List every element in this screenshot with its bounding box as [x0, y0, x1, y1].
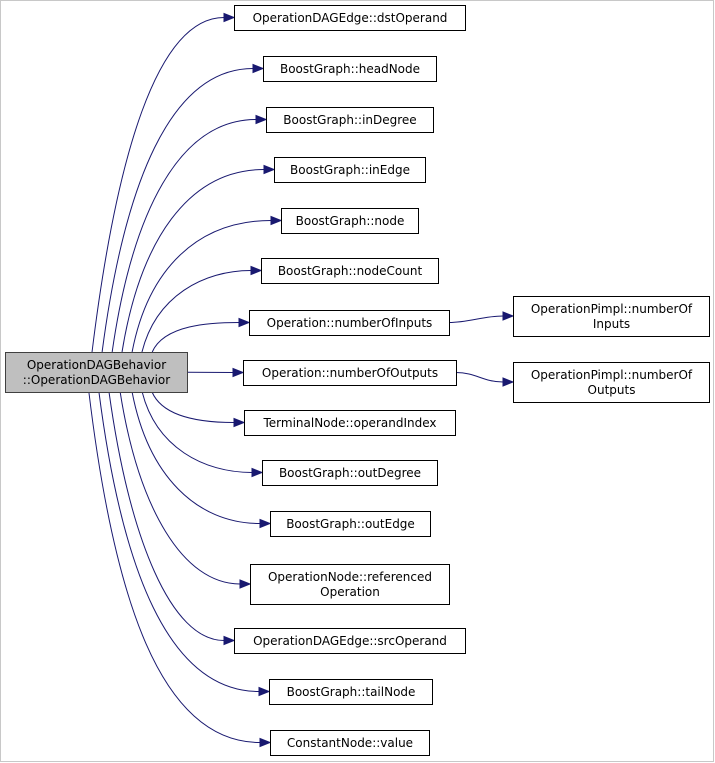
node-box	[262, 460, 438, 486]
node-label: BoostGraph::outDegree	[279, 466, 421, 480]
node-number-of-outputs[interactable]: Operation::numberOfOutputs	[243, 360, 457, 386]
node-box	[270, 730, 430, 756]
node-box	[513, 362, 710, 403]
edge-root-to-in-degree	[111, 119, 257, 353]
node-in-edge[interactable]: BoostGraph::inEdge	[274, 157, 426, 183]
arrowhead	[259, 518, 272, 529]
edge-root-to-in-edge	[121, 169, 265, 353]
node-box	[243, 360, 457, 386]
node-dst-operand[interactable]: OperationDAGEdge::dstOperand	[234, 5, 466, 31]
node-box	[513, 296, 710, 337]
edge-root-to-out-edge	[131, 391, 261, 524]
edge-root-to-value	[88, 391, 261, 743]
arrowhead	[232, 367, 245, 378]
edge-root-to-operand-index	[151, 391, 235, 423]
node-label: OperationPimpl::numberOf	[531, 302, 693, 316]
node-number-of-inputs[interactable]: Operation::numberOfInputs	[249, 310, 450, 336]
node-head-node[interactable]: BoostGraph::headNode	[263, 56, 437, 82]
node-box	[261, 258, 439, 284]
edge-root-to-tail-node	[98, 391, 260, 692]
arrowhead	[502, 377, 515, 387]
arrowhead	[263, 164, 276, 175]
node-label: Outputs	[588, 383, 636, 397]
node-label: OperationNode::referenced	[268, 570, 432, 584]
node-box	[266, 107, 434, 133]
node-src-operand[interactable]: OperationDAGEdge::srcOperand	[234, 628, 466, 654]
node-value[interactable]: ConstantNode::value	[270, 730, 430, 756]
node-label: BoostGraph::tailNode	[287, 685, 416, 699]
node-box	[234, 5, 466, 31]
node-label: ConstantNode::value	[287, 736, 413, 750]
node-operand-index[interactable]: TerminalNode::operandIndex	[244, 410, 456, 436]
edge-root-to-referenced-operation	[119, 391, 241, 585]
node-root[interactable]: OperationDAGBehavior::OperationDAGBehavi…	[5, 352, 188, 393]
edge-root-to-out-degree	[141, 391, 253, 473]
edge-root-to-head-node	[101, 68, 254, 353]
node-label: OperationDAGEdge::dstOperand	[253, 11, 448, 25]
node-box	[5, 352, 188, 393]
node-in-degree[interactable]: BoostGraph::inDegree	[266, 107, 434, 133]
arrowhead	[258, 686, 271, 697]
edge-root-to-number-of-inputs	[151, 322, 240, 353]
node-label: Operation	[320, 585, 380, 599]
node-label: ::OperationDAGBehavior	[23, 373, 170, 387]
arrowhead	[270, 215, 283, 226]
node-label: Operation::numberOfInputs	[267, 316, 433, 330]
node-label: BoostGraph::nodeCount	[278, 264, 423, 278]
node-box	[244, 410, 456, 436]
nodes-layer: OperationDAGBehavior::OperationDAGBehavi…	[5, 5, 710, 756]
edge-number-of-inputs-to-pimpl-inputs	[448, 315, 504, 323]
arrowhead	[250, 265, 263, 276]
edge-root-to-src-operand	[108, 391, 225, 641]
node-label: OperationPimpl::numberOf	[531, 368, 693, 382]
edge-root-to-dst-operand	[91, 17, 225, 353]
node-box	[263, 56, 437, 82]
node-node[interactable]: BoostGraph::node	[281, 208, 419, 234]
arrowhead	[255, 114, 268, 125]
arrowhead	[233, 417, 246, 428]
node-label: OperationDAGBehavior	[27, 358, 166, 372]
edge-root-to-node-count	[141, 270, 252, 353]
node-box	[234, 628, 466, 654]
node-box	[250, 564, 450, 605]
node-label: Operation::numberOfOutputs	[262, 366, 438, 380]
arrowhead	[251, 467, 264, 478]
node-pimpl-outputs[interactable]: OperationPimpl::numberOfOutputs	[513, 362, 710, 403]
arrowhead	[223, 12, 236, 23]
node-box	[270, 511, 431, 537]
node-label: BoostGraph::inDegree	[283, 113, 416, 127]
node-pimpl-inputs[interactable]: OperationPimpl::numberOfInputs	[513, 296, 710, 337]
node-tail-node[interactable]: BoostGraph::tailNode	[269, 679, 433, 705]
node-box	[274, 157, 426, 183]
node-label: OperationDAGEdge::srcOperand	[253, 634, 447, 648]
arrowhead	[259, 737, 272, 748]
node-label: BoostGraph::inEdge	[290, 163, 410, 177]
node-box	[249, 310, 450, 336]
arrowhead	[239, 579, 252, 589]
arrowhead	[238, 317, 251, 328]
node-box	[281, 208, 419, 234]
edge-root-to-node	[131, 220, 272, 353]
node-out-degree[interactable]: BoostGraph::outDegree	[262, 460, 438, 486]
edges-layer	[88, 12, 515, 748]
node-node-count[interactable]: BoostGraph::nodeCount	[261, 258, 439, 284]
node-label: BoostGraph::outEdge	[286, 517, 415, 531]
node-label: BoostGraph::headNode	[280, 62, 420, 76]
node-box	[269, 679, 433, 705]
node-out-edge[interactable]: BoostGraph::outEdge	[270, 511, 431, 537]
arrowhead	[223, 635, 236, 646]
arrowhead	[502, 311, 515, 321]
node-label: TerminalNode::operandIndex	[262, 416, 436, 430]
edge-number-of-outputs-to-pimpl-outputs	[455, 372, 504, 383]
node-label: Inputs	[593, 317, 630, 331]
arrowhead	[252, 63, 265, 74]
node-label: BoostGraph::node	[296, 214, 405, 228]
